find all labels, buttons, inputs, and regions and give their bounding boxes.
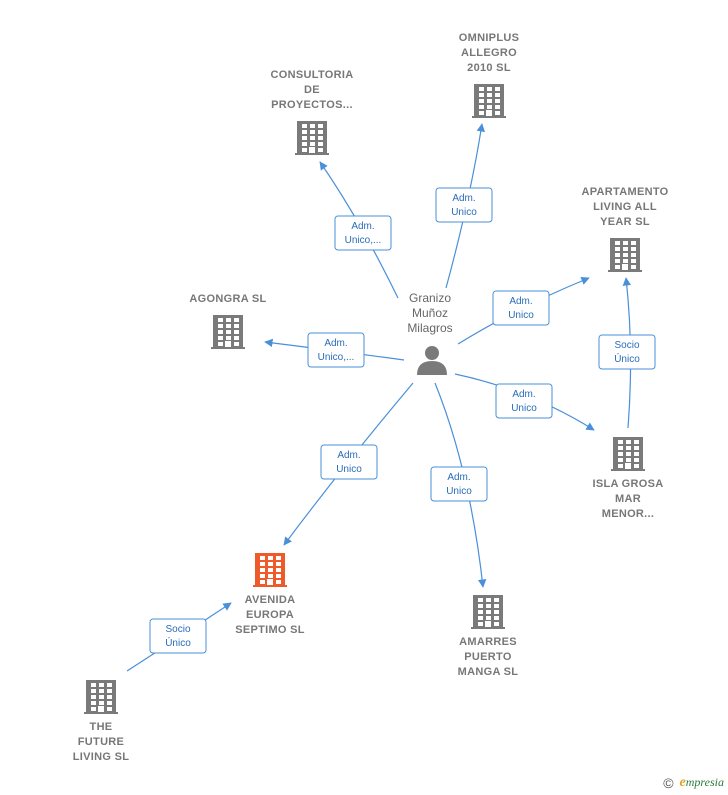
company-label: FUTURE bbox=[78, 736, 124, 748]
edge-label-text: Unico bbox=[451, 207, 477, 218]
company-label: ALLEGRO bbox=[461, 47, 517, 59]
edge-label-text: Adm. bbox=[452, 193, 475, 204]
node-company-agongra[interactable]: AGONGRA SL bbox=[189, 293, 266, 349]
company-label: ISLA GROSA bbox=[592, 478, 663, 490]
person-label: Muñoz bbox=[412, 306, 448, 320]
edge-label-center-isla[interactable]: Adm. Unico bbox=[495, 383, 553, 419]
company-label: DE bbox=[304, 84, 320, 96]
company-label: AVENIDA bbox=[245, 594, 296, 606]
node-company-amarres[interactable]: AMARRES PUERTO MANGA SL bbox=[458, 595, 519, 678]
edge-label-text: Adm. bbox=[509, 296, 532, 307]
company-label: YEAR SL bbox=[600, 216, 650, 228]
person-icon bbox=[417, 346, 447, 375]
company-label: EUROPA bbox=[246, 609, 294, 621]
edge-label-box bbox=[492, 290, 550, 326]
edge-label-text: Unico bbox=[508, 310, 534, 321]
edge-label-box bbox=[430, 466, 488, 502]
company-label: CONSULTORIA bbox=[271, 69, 354, 81]
edge-label-text: Unico bbox=[336, 464, 362, 475]
node-company-apartamento[interactable]: APARTAMENTO LIVING ALL YEAR SL bbox=[581, 186, 668, 272]
edge-label-box bbox=[598, 334, 656, 370]
company-label: APARTAMENTO bbox=[581, 186, 668, 198]
edge-label-text: Socio bbox=[614, 340, 639, 351]
building-icon bbox=[472, 84, 506, 118]
edge-label-center-apartamento[interactable]: Adm. Unico bbox=[492, 290, 550, 326]
node-company-omniplus[interactable]: OMNIPLUS ALLEGRO 2010 SL bbox=[459, 32, 519, 118]
building-icon bbox=[611, 437, 645, 471]
company-label: MENOR... bbox=[602, 508, 655, 520]
edge-label-center-consultoria[interactable]: Adm. Unico,... bbox=[334, 215, 392, 251]
edge-label-box bbox=[320, 444, 378, 480]
company-label: 2010 SL bbox=[467, 62, 511, 74]
edges-layer bbox=[126, 123, 632, 672]
copyright-symbol: © bbox=[663, 775, 674, 791]
node-company-future[interactable]: THE FUTURE LIVING SL bbox=[73, 680, 129, 763]
company-label: MAR bbox=[615, 493, 641, 505]
edge-label-text: Unico bbox=[511, 403, 537, 414]
edge-label-text: Socio bbox=[165, 624, 190, 635]
brand-logo[interactable]: empresia bbox=[680, 775, 724, 791]
edge-label-center-agongra[interactable]: Adm. Unico,... bbox=[307, 332, 365, 368]
node-company-consultoria[interactable]: CONSULTORIA DE PROYECTOS... bbox=[271, 69, 354, 155]
building-icon bbox=[471, 595, 505, 629]
company-label: SEPTIMO SL bbox=[235, 624, 305, 636]
building-icon bbox=[211, 315, 245, 349]
building-icon bbox=[295, 121, 329, 155]
edge-label-box bbox=[435, 187, 493, 223]
brand-rest: mpresia bbox=[685, 775, 724, 789]
edge-label-box bbox=[334, 215, 392, 251]
footer: © empresia bbox=[663, 775, 724, 791]
edge-label-text: Adm. bbox=[512, 389, 535, 400]
edge-label-text: Adm. bbox=[324, 338, 347, 349]
brand-initial: e bbox=[679, 775, 686, 790]
company-label: OMNIPLUS bbox=[459, 32, 519, 44]
company-label: LIVING ALL bbox=[593, 201, 657, 213]
edge-label-center-avenida[interactable]: Adm. Unico bbox=[320, 444, 378, 480]
edge-label-text: Unico,... bbox=[318, 352, 355, 363]
building-icon bbox=[84, 680, 118, 714]
building-icon bbox=[253, 553, 287, 587]
person-label: Granizo bbox=[409, 291, 451, 305]
edge-label-text: Adm. bbox=[447, 472, 470, 483]
edge-label-box bbox=[149, 618, 207, 654]
node-company-isla[interactable]: ISLA GROSA MAR MENOR... bbox=[592, 437, 663, 520]
edge-label-center-amarres[interactable]: Adm. Unico bbox=[430, 466, 488, 502]
company-label: AMARRES bbox=[459, 636, 517, 648]
edge-label-box bbox=[307, 332, 365, 368]
company-label: PROYECTOS... bbox=[271, 99, 353, 111]
company-label: LIVING SL bbox=[73, 751, 129, 763]
edge-label-center-omniplus[interactable]: Adm. Unico bbox=[435, 187, 493, 223]
edge-label-text: Unico bbox=[446, 486, 472, 497]
edge-label-text: Único bbox=[614, 352, 640, 365]
edge-label-text: Adm. bbox=[351, 221, 374, 232]
edge-label-text: Único bbox=[165, 636, 191, 649]
edge-label-text: Adm. bbox=[337, 450, 360, 461]
person-label: Milagros bbox=[407, 321, 452, 335]
company-label: PUERTO bbox=[464, 651, 512, 663]
edge-label-text: Unico,... bbox=[345, 235, 382, 246]
edge-label-box bbox=[495, 383, 553, 419]
edge-labels-layer: Adm.UnicoAdm.Unico,...Adm.UnicoAdm.Unico… bbox=[149, 187, 656, 654]
company-label: MANGA SL bbox=[458, 666, 519, 678]
building-icon bbox=[608, 238, 642, 272]
company-label: THE bbox=[90, 721, 113, 733]
company-label: AGONGRA SL bbox=[189, 293, 266, 305]
node-company-avenida[interactable]: AVENIDA EUROPA SEPTIMO SL bbox=[235, 553, 305, 636]
